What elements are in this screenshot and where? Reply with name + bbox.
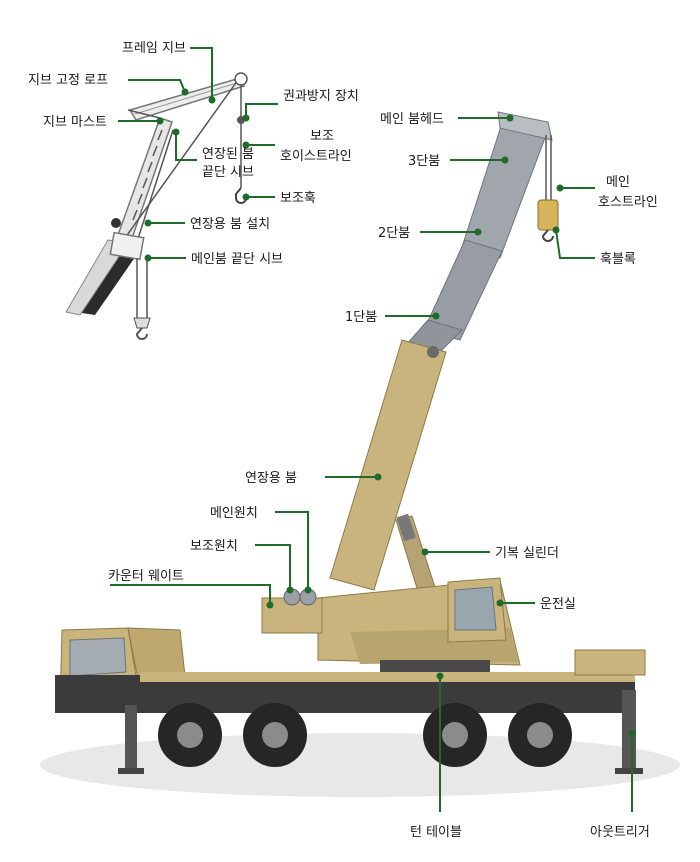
label-main-hoist-line-l1: 메인 xyxy=(606,175,630,190)
label-jib-fix-rope: 지브 고정 로프 xyxy=(28,73,108,88)
label-extended-boom-tip-sheave: 연장된 붐 끝단 시브 xyxy=(202,147,258,180)
inset-hook xyxy=(133,317,151,329)
label-aux-hook: 보조훅 xyxy=(280,191,316,206)
labels: 프레임 지브 지브 고정 로프 지브 마스트 연장된 붐 끝단 시브 연장용 붐… xyxy=(28,41,658,840)
label-counter-weight: 카운터 웨이트 xyxy=(108,569,184,584)
label-aux-hoist-line-l2: 호이스트라인 xyxy=(280,149,352,164)
outrigger-rear xyxy=(622,690,636,770)
label-main-boom-tip-sheave: 메인붐 끝단 시브 xyxy=(191,252,283,267)
jib-fix-rope xyxy=(119,79,239,246)
label-turn-table: 턴 테이블 xyxy=(410,825,462,840)
label-boom-stage-1: 1단붐 xyxy=(345,310,377,325)
hook-block-body xyxy=(537,199,559,231)
label-frame-jib: 프레임 지브 xyxy=(122,41,186,56)
frame-jib xyxy=(128,77,246,121)
hook-block-hook xyxy=(541,229,554,242)
jib-inset xyxy=(65,72,248,340)
label-derrick-cylinder: 기복 실린더 xyxy=(495,546,559,561)
label-main-hoist-line: 메인 호스트라인 xyxy=(598,175,658,210)
label-overhoist-device: 권과방지 장치 xyxy=(283,89,359,104)
leader-lines xyxy=(110,47,636,812)
label-main-hoist-line-l2: 호스트라인 xyxy=(598,195,658,210)
label-aux-winch: 보조원치 xyxy=(190,539,238,554)
label-main-winch: 메인원치 xyxy=(210,506,258,521)
label-aux-hoist-line-l1: 보조 xyxy=(310,129,334,144)
label-boom-stage-2: 2단붐 xyxy=(378,226,410,241)
boom-stage-2 xyxy=(423,239,503,341)
label-aux-hoist-line: 보조 호이스트라인 xyxy=(280,129,352,164)
jib-tip-sheave xyxy=(234,72,248,86)
label-boom-stage-3: 3단붐 xyxy=(408,154,440,169)
label-extension-boom: 연장용 붐 xyxy=(245,471,297,486)
label-extended-boom-tip-sheave-l2: 끝단 시브 xyxy=(202,165,254,180)
boom-stage-3 xyxy=(461,116,549,259)
label-extended-boom-tip-sheave-l1: 연장된 붐 xyxy=(202,147,254,162)
label-extension-boom-install: 연장용 붐 설치 xyxy=(190,217,270,232)
label-jib-mast: 지브 마스트 xyxy=(43,115,107,130)
turn-table-ring xyxy=(380,660,490,672)
label-main-boom-head: 메인 붐헤드 xyxy=(380,112,444,127)
label-cab: 운전실 xyxy=(540,597,576,612)
label-outrigger: 아웃트리거 xyxy=(590,825,650,840)
outrigger-front xyxy=(125,705,137,770)
label-hook-block: 훅블록 xyxy=(600,252,636,267)
